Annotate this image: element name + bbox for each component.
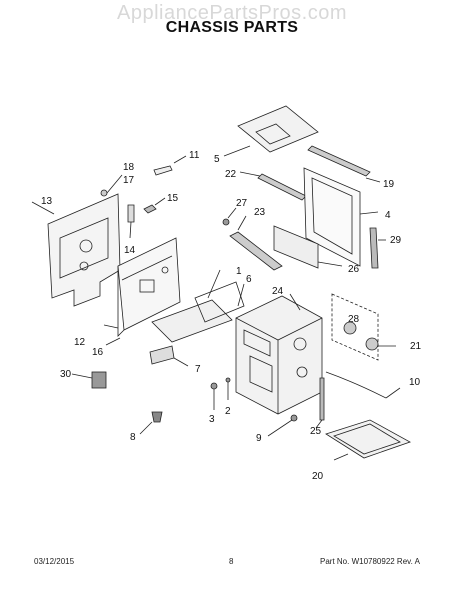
part-24-cavity bbox=[235, 293, 323, 415]
callout-25: 25 bbox=[310, 426, 322, 437]
parts-1-6-trays bbox=[151, 269, 245, 343]
callout-19: 19 bbox=[383, 179, 395, 190]
part-7-bracket bbox=[149, 345, 189, 367]
part-9-screw bbox=[267, 414, 298, 437]
callout-6: 6 bbox=[246, 274, 252, 285]
part-30-block bbox=[71, 371, 107, 389]
callout-16: 16 bbox=[92, 347, 104, 358]
part-19-rail bbox=[307, 145, 381, 183]
watermark: AppliancePartsPros.com bbox=[117, 2, 347, 24]
callout-5: 5 bbox=[214, 154, 220, 165]
callout-9: 9 bbox=[256, 433, 262, 444]
callout-10: 10 bbox=[409, 377, 421, 388]
callout-15: 15 bbox=[167, 193, 179, 204]
part-22-rail bbox=[239, 171, 307, 201]
callout-8: 8 bbox=[130, 432, 136, 443]
part-8-foot bbox=[139, 411, 163, 435]
parts-2-3-screws bbox=[210, 377, 231, 410]
parts-23-27 bbox=[222, 207, 283, 271]
callout-17: 17 bbox=[123, 175, 135, 186]
part-26-panel bbox=[273, 225, 343, 269]
page-title: CHASSIS PARTS bbox=[165, 19, 299, 36]
callout-12: 12 bbox=[74, 337, 86, 348]
part-25-rod bbox=[315, 377, 325, 429]
chassis-side-frame bbox=[103, 237, 181, 346]
part-10-cable bbox=[325, 371, 401, 399]
callout-4: 4 bbox=[385, 210, 391, 221]
parts-14-18-hardware bbox=[100, 174, 166, 239]
callout-27: 27 bbox=[236, 198, 248, 209]
callout-2: 2 bbox=[225, 406, 231, 417]
part-13-back-panel bbox=[31, 193, 121, 307]
callout-30: 30 bbox=[60, 369, 72, 380]
part-5-top-panel bbox=[223, 105, 319, 157]
callout-29: 29 bbox=[390, 235, 402, 246]
footer-page-number: 8 bbox=[229, 557, 234, 566]
callout-21: 21 bbox=[410, 341, 422, 352]
callout-20: 20 bbox=[312, 471, 324, 482]
footer-date: 03/12/2015 bbox=[34, 557, 75, 566]
part-21-knob-group bbox=[331, 293, 396, 361]
callout-28: 28 bbox=[348, 314, 360, 325]
callout-13: 13 bbox=[41, 196, 53, 207]
callout-22: 22 bbox=[225, 169, 237, 180]
part-29-rod bbox=[369, 227, 386, 269]
callout-23: 23 bbox=[254, 207, 266, 218]
callout-26: 26 bbox=[348, 264, 360, 275]
callout-7: 7 bbox=[195, 364, 201, 375]
callout-14: 14 bbox=[124, 245, 136, 256]
footer-part-number: Part No. W10780922 Rev. A bbox=[320, 557, 420, 566]
callout-18: 18 bbox=[123, 162, 135, 173]
callout-1: 1 bbox=[236, 266, 242, 277]
part-20-tray bbox=[325, 419, 411, 461]
part-4-door-frame bbox=[303, 167, 379, 267]
part-11-bracket bbox=[153, 155, 187, 176]
callout-labels: 1 2 3 4 5 6 7 8 9 10 11 12 13 14 15 16 1… bbox=[41, 150, 422, 482]
callout-11: 11 bbox=[189, 150, 200, 161]
callout-24: 24 bbox=[272, 286, 284, 297]
callout-3: 3 bbox=[209, 414, 215, 425]
